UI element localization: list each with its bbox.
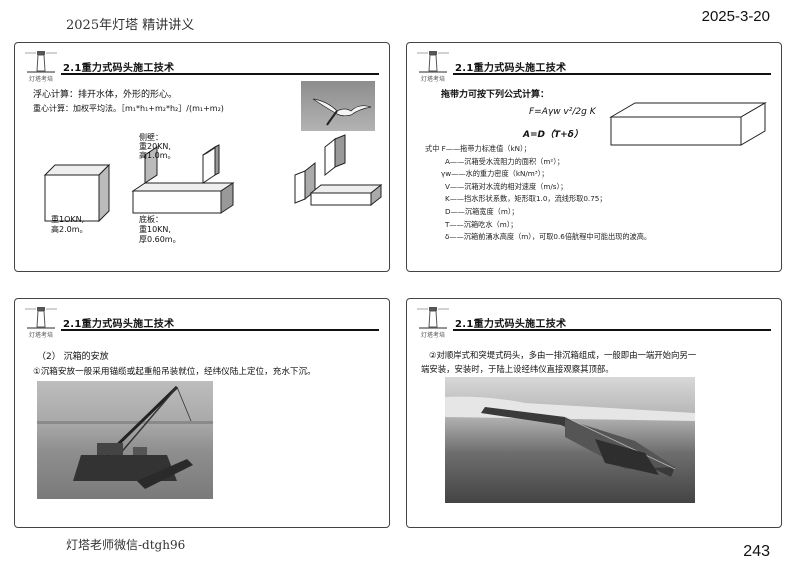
installation-text-2: 端安装，安装时，于陆上设经纬仪直接观察其顶部。 [421,364,614,374]
u-caisson-shape [131,144,235,214]
page-number: 243 [743,543,770,560]
slide-title: 2.1重力式码头施工技术 [455,63,567,74]
def-row: γw——水的重力密度（kN/m³）； [441,169,549,179]
lighthouse-logo-icon: 灯塔考培 [23,49,59,83]
logo-text: 灯塔考培 [28,76,53,83]
def-row: K——挡水形状系数，矩形取1.0，流线形取0.75； [445,194,607,204]
crane-ship-photo [37,381,213,499]
caisson-row-icon [445,396,695,477]
cube-label: 重1OKN, 高2.0m。 [51,215,88,235]
title-underline [453,73,771,75]
wall-label: 侧壁： 重20KN, 高1.0m。 [139,133,176,160]
exploded-caisson-shape [294,134,383,207]
lighthouse-logo-icon: 灯塔考培 [23,305,59,339]
def-row: D——沉箱宽度（m）； [445,206,519,216]
towing-intro: 拖带力可按下列公式计算： [441,90,550,100]
def-row: T——沉箱吃水（m）； [445,219,518,229]
installation-text-1: ②对顺岸式和突堤式码头，多由一排沉箱组成，一般即由一端开始向另一 [429,350,697,360]
logo-text: 灯塔考培 [28,332,53,339]
section-subtitle: （2） 沉箱的安放 [37,352,109,362]
logo-text: 灯塔考培 [420,332,445,339]
caisson-diagrams [43,134,383,223]
title-underline [61,73,379,75]
lighthouse-logo-icon: 灯塔考培 [415,49,451,83]
seagull-photo [301,81,375,131]
base-weight-label: 重10KN, [139,225,171,234]
symbol-definitions: 式中 F——拖带力标准值（kN）； A——沉箱受水流阻力的面积（m²）； γw—… [425,143,651,244]
seagull-icon [312,98,372,126]
logo-text: 灯塔考培 [420,76,445,83]
gravity-text: 重心计算：加权平均法。［m₁*h₁+m₂*h₂］/(m₁+m₂) [33,104,224,113]
base-label: 底板： 重10KN, 厚0.60m。 [139,215,181,245]
page-header-left: 2025年灯塔 精讲讲义 [66,18,195,33]
slide-buoyancy-center: 灯塔考培 2.1重力式码头施工技术 浮心计算：排开水体，外形的形心。 重心计算：… [14,42,390,272]
wall-title-label: 侧壁： [139,133,163,142]
formula-area: A=D（T+δ） [523,130,583,140]
formula-towing-force: F=Aγw v²/2g K [529,107,596,117]
wall-weight-label: 重20KN, [139,142,171,151]
slide-title: 2.1重力式码头施工技术 [63,319,175,330]
def-row: 式中 F——拖带力标准值（kN）； [425,144,531,153]
title-underline [453,329,771,331]
def-row: δ——沉箱前涌水高度（m），可取0.6倍航程中可能出现的波高。 [445,232,652,242]
base-title-label: 底板： [139,215,163,224]
page-footer-left: 灯塔老师微信-dtgh96 [66,538,186,552]
def-row: V——沉箱对水流的相对速度（m/s）； [445,181,568,191]
slide-title: 2.1重力式码头施工技术 [455,319,567,330]
cube-block-shape [43,163,111,223]
slide-installation-order: 灯塔考培 2.1重力式码头施工技术 ②对顺岸式和突堤式码头，多由一排沉箱组成，一… [406,298,782,528]
buoyancy-text: 浮心计算：排开水体，外形的形心。 [33,90,178,100]
slide-towing-force: 灯塔考培 2.1重力式码头施工技术 拖带力可按下列公式计算： F=Aγw v²/… [406,42,782,272]
slide-title: 2.1重力式码头施工技术 [63,63,175,74]
lighthouse-logo-icon: 灯塔考培 [415,305,451,339]
title-underline [61,329,379,331]
caisson-box-icon [609,102,767,146]
caisson-row-photo [445,377,695,503]
wall-height-label: 高1.0m。 [139,151,176,160]
placement-text: ①沉箱安放一般采用锚缆或起重船吊装就位，经纬仪陆上定位，充水下沉。 [33,367,316,377]
def-row: A——沉箱受水流阻力的面积（m²）； [445,156,565,166]
cube-weight-label: 重1OKN, [51,215,85,224]
base-thickness-label: 厚0.60m。 [139,235,181,244]
crane-ship-icon [37,385,213,489]
page-date: 2025-3-20 [701,8,770,25]
cube-height-label: 高2.0m。 [51,225,88,234]
slide-caisson-placement: 灯塔考培 2.1重力式码头施工技术 （2） 沉箱的安放 ①沉箱安放一般采用锚缆或… [14,298,390,528]
